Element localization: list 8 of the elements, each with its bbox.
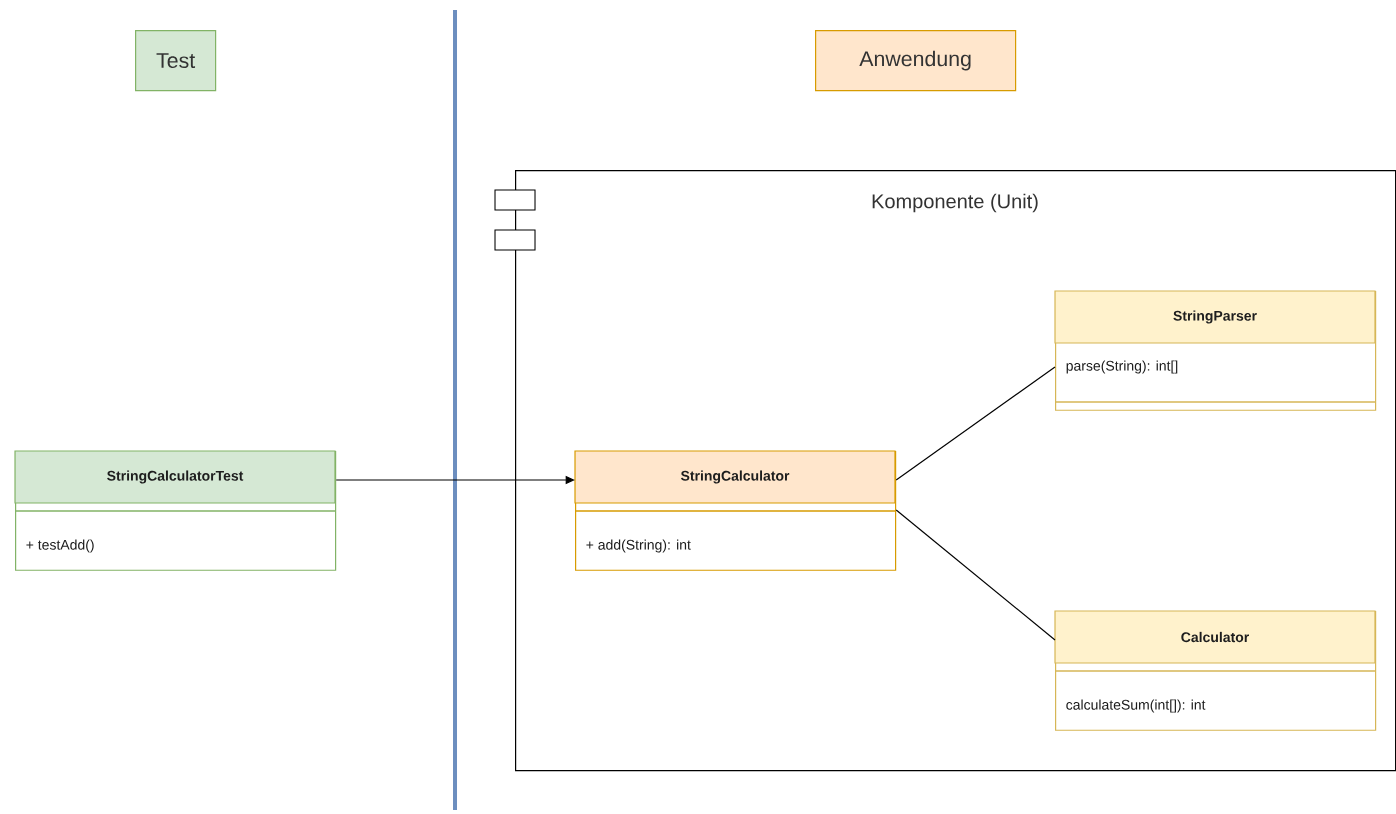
connector-line <box>895 366 1056 481</box>
title-box: Test <box>135 30 217 92</box>
title-box: Anwendung <box>815 30 1017 92</box>
connector-line <box>895 509 1056 641</box>
class-box: StringCalculatorTest + testAdd() <box>14 450 337 571</box>
class-box: Calculator calculateSum(int[]): int <box>1054 610 1377 731</box>
class-box: StringParser parse(String): int[] <box>1054 290 1377 411</box>
class-box: StringCalculator + add(String): int <box>574 450 897 571</box>
